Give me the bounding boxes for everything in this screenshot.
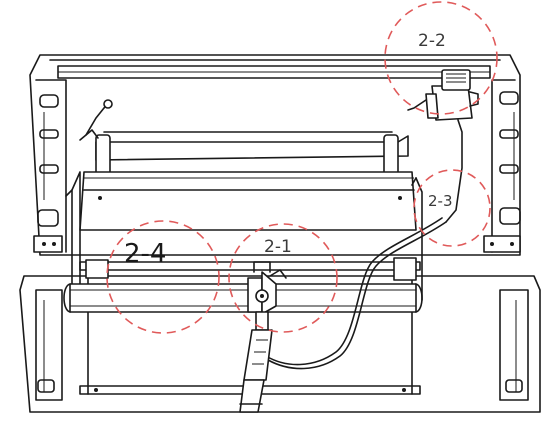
callout-label-2-4: 2-4 — [124, 239, 166, 269]
callout-circle-2-3 — [413, 169, 491, 247]
callout-label-2-1: 2-1 — [264, 237, 292, 257]
wire-cable — [265, 217, 447, 370]
callout-2-4: 2-4 — [106, 220, 220, 334]
callout-2-1: 2-1 — [228, 223, 338, 333]
motor-housing — [65, 131, 423, 301]
lift-actuator — [239, 261, 287, 413]
callout-circle-2-1 — [228, 223, 338, 333]
callout-2-3: 2-3 — [413, 169, 491, 247]
main-tube — [63, 283, 423, 313]
callout-circle-2-4 — [106, 220, 220, 334]
callout-circle-2-2 — [384, 1, 498, 115]
callout-label-2-2: 2-2 — [418, 31, 446, 51]
lower-frame — [19, 257, 541, 413]
callout-2-2: 2-2 — [384, 1, 498, 115]
callout-label-2-3: 2-3 — [428, 192, 453, 210]
control-box — [407, 69, 479, 223]
lock-lever — [79, 99, 113, 141]
